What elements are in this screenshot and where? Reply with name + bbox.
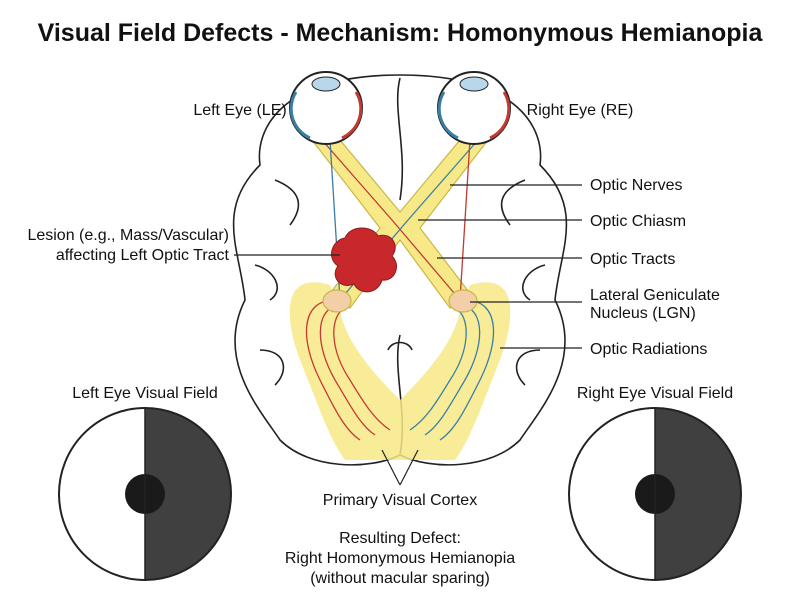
- lgn-right: [448, 289, 478, 313]
- diagram-title: Visual Field Defects - Mechanism: Homony…: [38, 19, 764, 47]
- label-defect-line1: Resulting Defect:: [339, 530, 461, 547]
- brain-sulcus-left: [254, 179, 300, 386]
- label-lesion-line2: affecting Left Optic Tract: [56, 247, 230, 264]
- brain-sulcus-right: [500, 179, 546, 386]
- label-lesion-line1: Lesion (e.g., Mass/Vascular): [27, 227, 229, 244]
- label-optic-radiations: Optic Radiations: [590, 341, 707, 358]
- lgn-left: [322, 289, 352, 313]
- pointer-cortex-right: [399, 449, 419, 486]
- lesion-mass: [331, 227, 397, 293]
- label-optic-chiasm: Optic Chiasm: [590, 213, 686, 230]
- label-lgn-line2: Nucleus (LGN): [590, 305, 696, 322]
- label-left-eye: Left Eye (LE): [193, 102, 286, 119]
- label-right-eye: Right Eye (RE): [527, 102, 634, 119]
- label-lgn-line1: Lateral Geniculate: [590, 287, 720, 304]
- label-optic-nerves: Optic Nerves: [590, 177, 682, 194]
- pointer-cortex-left: [381, 449, 401, 486]
- label-optic-tracts: Optic Tracts: [590, 251, 675, 268]
- right-eye-visual-field: [568, 407, 742, 581]
- label-right-field: Right Eye Visual Field: [577, 385, 733, 402]
- label-defect-line3: (without macular sparing): [310, 570, 490, 587]
- midbrain-notch: [387, 341, 413, 351]
- right-eye: [437, 71, 511, 145]
- left-eye-visual-field: [58, 407, 232, 581]
- label-left-field: Left Eye Visual Field: [72, 385, 218, 402]
- left-eye: [289, 71, 363, 145]
- label-cortex: Primary Visual Cortex: [323, 492, 477, 509]
- label-defect-line2: Right Homonymous Hemianopia: [285, 550, 515, 567]
